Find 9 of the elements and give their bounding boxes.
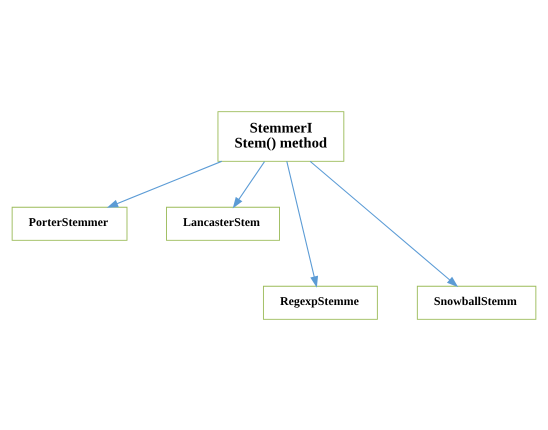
arrow: [106, 160, 222, 208]
node-box: LancasterStem: [166, 206, 280, 240]
arrow: [310, 160, 458, 287]
arrow: [286, 160, 318, 288]
node-box: SnowballStemm: [416, 285, 536, 320]
node-box: RegexpStemme: [262, 285, 378, 320]
arrow: [232, 160, 265, 208]
node-box: StemmerI Stem() method: [218, 110, 344, 162]
node-box: PorterStemmer: [12, 206, 128, 240]
